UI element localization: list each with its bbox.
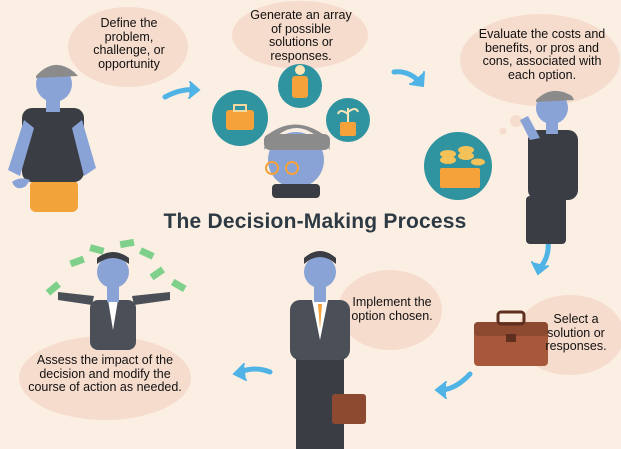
evaluating-man-icon xyxy=(520,90,578,244)
arrow-down-icon xyxy=(531,237,551,276)
bubble-step-5 xyxy=(338,270,442,350)
speech-bubbles xyxy=(19,1,621,420)
step-5-text: Implement the option chosen. xyxy=(351,295,433,323)
diagram-title: The Decision-Making Process xyxy=(163,210,467,233)
thought-dot-small xyxy=(499,127,507,135)
bubble-step-1 xyxy=(68,7,188,87)
solution-icons xyxy=(212,64,370,146)
bubble-step-3 xyxy=(460,14,620,106)
thinking-man-icon xyxy=(264,124,330,198)
money-stack-icon xyxy=(424,132,492,200)
flow-arrows xyxy=(162,69,551,399)
frustrated-man-icon xyxy=(8,64,96,212)
step-3-text: Evaluate the costs and benefits, or pros… xyxy=(478,27,606,82)
arrow-left-icon xyxy=(232,363,273,381)
bubble-step-2 xyxy=(232,1,368,69)
arrow-right-icon xyxy=(391,69,425,88)
businessman-icon xyxy=(290,251,366,449)
step-1-text: Define the problem, challenge, or opport… xyxy=(93,16,165,71)
arrow-right-icon xyxy=(162,81,201,100)
thought-dot-large xyxy=(510,115,522,127)
step-4-text: Select a solution or responses. xyxy=(545,312,607,353)
briefcase-icon xyxy=(474,310,548,366)
bubble-step-6 xyxy=(19,336,191,420)
arrow-left-icon xyxy=(434,371,473,399)
step-2-text: Generate an array of possible solutions … xyxy=(250,8,352,63)
money-rain-icon xyxy=(45,238,187,350)
step-6-text: Assess the impact of the decision and mo… xyxy=(28,353,182,394)
